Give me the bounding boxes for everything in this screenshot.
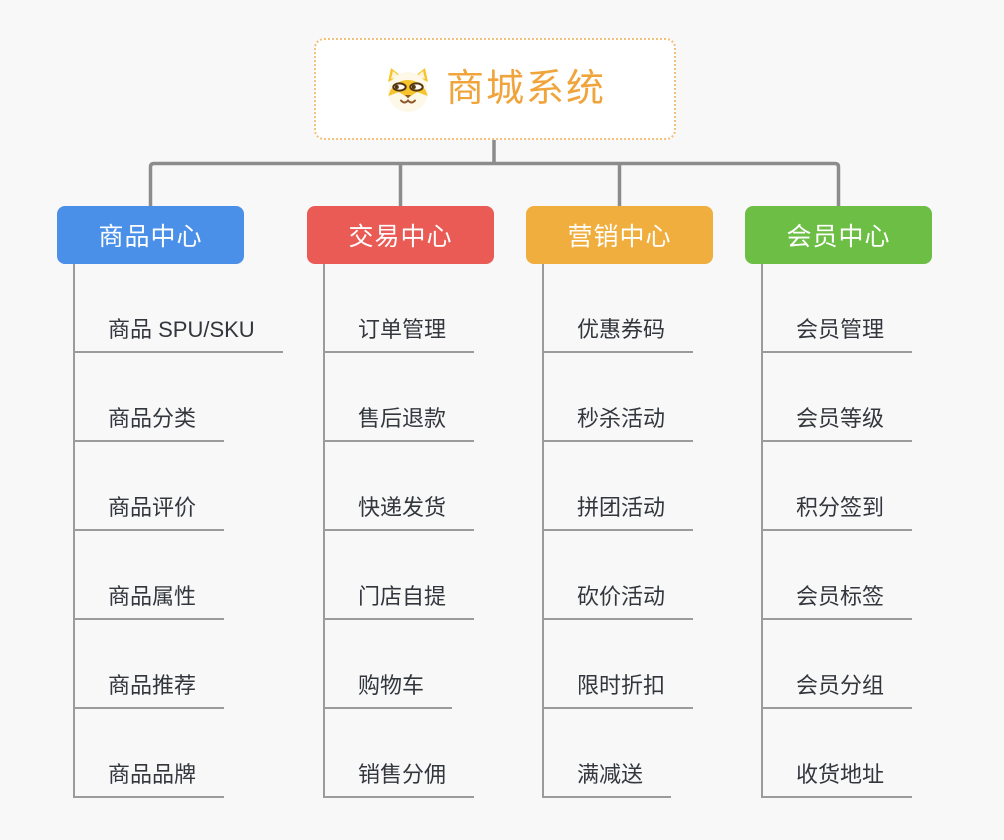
leaf-node[interactable]: 商品分类 bbox=[73, 353, 225, 442]
branch-header-marketing[interactable]: 营销中心 bbox=[526, 206, 713, 264]
leaf-node[interactable]: 砍价活动 bbox=[542, 531, 694, 620]
leaf-node[interactable]: 优惠券码 bbox=[542, 264, 694, 353]
leaf-node[interactable]: 商品品牌 bbox=[73, 709, 225, 798]
leaf-node[interactable]: 商品属性 bbox=[73, 531, 225, 620]
shiba-dog-icon bbox=[384, 65, 432, 113]
branch-column-marketing: 营销中心 优惠券码 秒杀活动 拼团活动 砍价活动 限时折扣 满减送 bbox=[526, 206, 726, 798]
leaf-node[interactable]: 拼团活动 bbox=[542, 442, 694, 531]
root-node[interactable]: 商城系统 bbox=[314, 38, 676, 140]
leaf-node[interactable]: 限时折扣 bbox=[542, 620, 694, 709]
leaf-node[interactable]: 商品推荐 bbox=[73, 620, 225, 709]
leaf-node[interactable]: 商品评价 bbox=[73, 442, 225, 531]
branch-column-trade: 交易中心 订单管理 售后退款 快递发货 门店自提 购物车 销售分佣 bbox=[307, 206, 507, 798]
branch-column-products: 商品中心 商品 SPU/SKU 商品分类 商品评价 商品属性 商品推荐 商品品牌 bbox=[57, 206, 283, 798]
leaf-node[interactable]: 购物车 bbox=[323, 620, 453, 709]
leaf-node[interactable]: 售后退款 bbox=[323, 353, 475, 442]
root-title: 商城系统 bbox=[445, 68, 606, 110]
leaf-node[interactable]: 积分签到 bbox=[761, 442, 913, 531]
branch-header-members[interactable]: 会员中心 bbox=[745, 206, 932, 264]
branch-trunk-line bbox=[73, 264, 75, 798]
leaf-node[interactable]: 快递发货 bbox=[323, 442, 475, 531]
branch-children: 订单管理 售后退款 快递发货 门店自提 购物车 销售分佣 bbox=[307, 264, 507, 798]
branch-trunk-line bbox=[542, 264, 544, 798]
leaf-node[interactable]: 商品 SPU/SKU bbox=[73, 264, 283, 353]
leaf-node[interactable]: 满减送 bbox=[542, 709, 672, 798]
branch-children: 会员管理 会员等级 积分签到 会员标签 会员分组 收货地址 bbox=[745, 264, 945, 798]
leaf-node[interactable]: 会员等级 bbox=[761, 353, 913, 442]
leaf-node[interactable]: 订单管理 bbox=[323, 264, 475, 353]
branch-trunk-line bbox=[761, 264, 763, 798]
branch-trunk-line bbox=[323, 264, 325, 798]
leaf-node[interactable]: 门店自提 bbox=[323, 531, 475, 620]
branch-children: 优惠券码 秒杀活动 拼团活动 砍价活动 限时折扣 满减送 bbox=[526, 264, 726, 798]
leaf-node[interactable]: 销售分佣 bbox=[323, 709, 475, 798]
branch-children: 商品 SPU/SKU 商品分类 商品评价 商品属性 商品推荐 商品品牌 bbox=[57, 264, 283, 798]
branch-header-trade[interactable]: 交易中心 bbox=[307, 206, 494, 264]
leaf-node[interactable]: 秒杀活动 bbox=[542, 353, 694, 442]
branch-header-products[interactable]: 商品中心 bbox=[57, 206, 244, 264]
leaf-node[interactable]: 会员分组 bbox=[761, 620, 913, 709]
leaf-node[interactable]: 会员标签 bbox=[761, 531, 913, 620]
branch-column-members: 会员中心 会员管理 会员等级 积分签到 会员标签 会员分组 收货地址 bbox=[745, 206, 945, 798]
leaf-node[interactable]: 收货地址 bbox=[761, 709, 913, 798]
leaf-node[interactable]: 会员管理 bbox=[761, 264, 913, 353]
